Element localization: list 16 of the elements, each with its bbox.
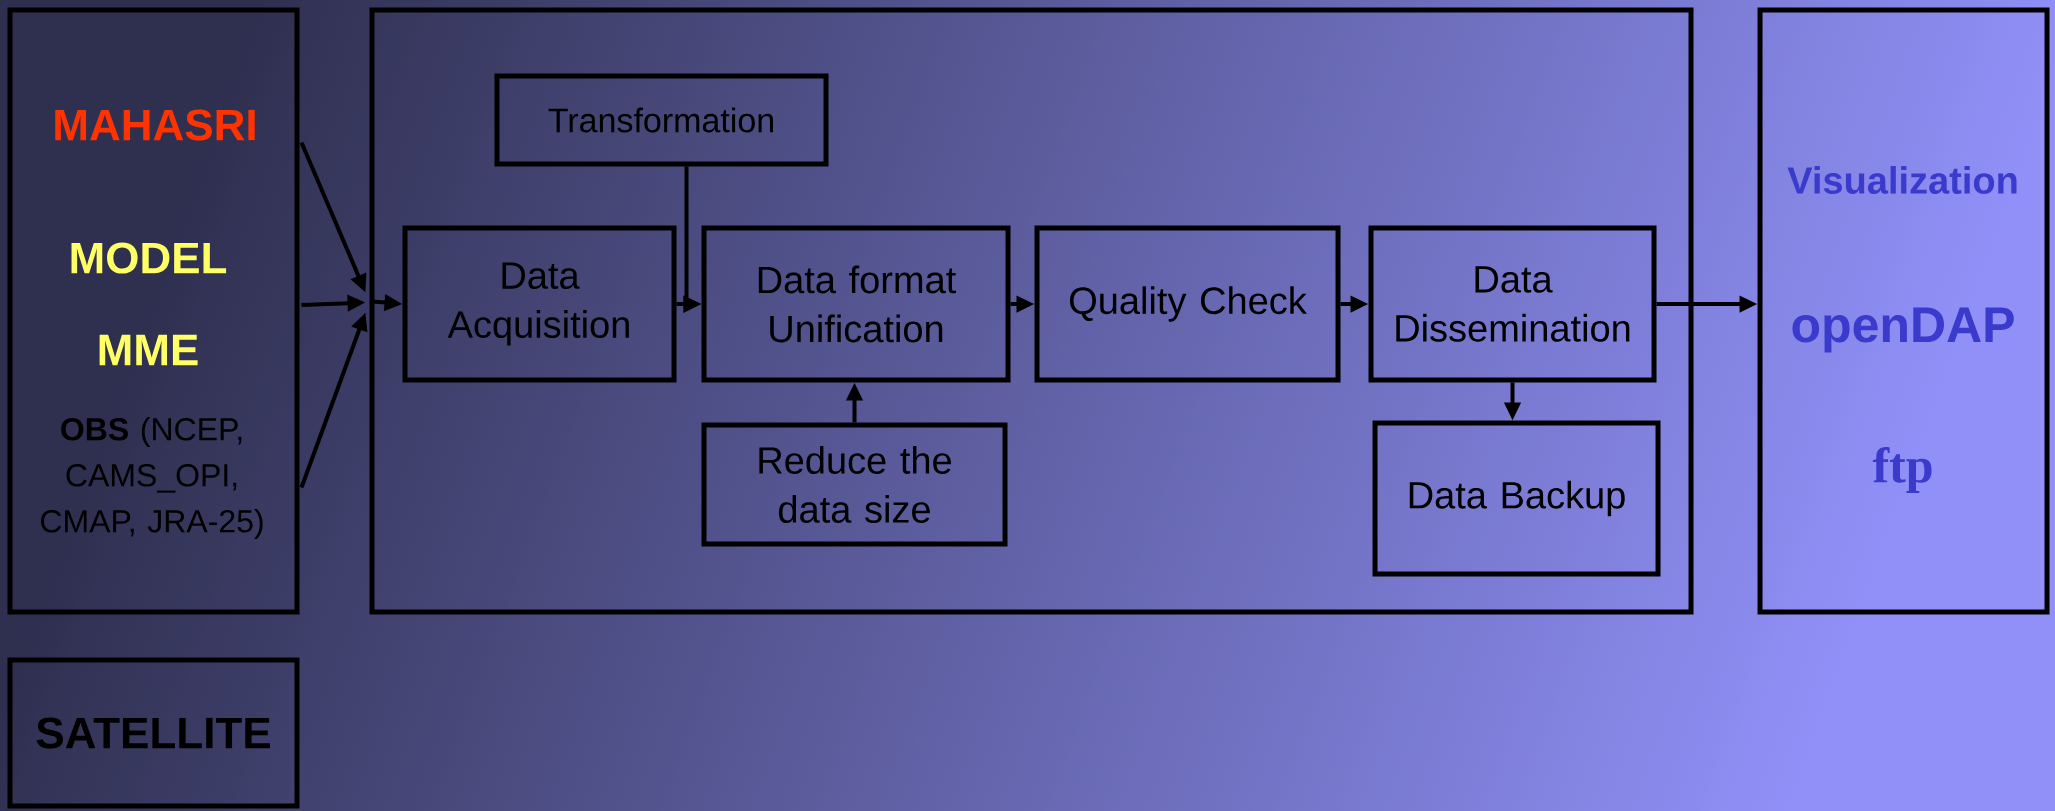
panel-label: ftp bbox=[1872, 447, 1932, 493]
process-box: Data format Unification bbox=[701, 225, 1011, 383]
panel-label: OBS (NCEP, CAMS_OPI, CMAP, JRA-25) bbox=[41, 417, 263, 539]
container-box bbox=[369, 7, 1694, 615]
process-box: Quality Check bbox=[1034, 225, 1341, 383]
process-box: Data Acquisition bbox=[402, 225, 677, 383]
process-box: Transformation bbox=[494, 73, 829, 167]
panel-label: MAHASRI bbox=[55, 109, 255, 141]
process-box: Data Backup bbox=[1372, 420, 1661, 577]
panel-label: openDAP bbox=[1792, 307, 2014, 353]
panel-label: MODEL bbox=[71, 242, 227, 274]
panel-label: MME bbox=[99, 334, 198, 366]
process-box: Reduce the data size bbox=[701, 422, 1008, 547]
process-box: Data Dissemination bbox=[1368, 225, 1657, 383]
source-box: SATELLITE bbox=[7, 657, 300, 809]
panel-label: Visualization bbox=[1787, 166, 2017, 194]
